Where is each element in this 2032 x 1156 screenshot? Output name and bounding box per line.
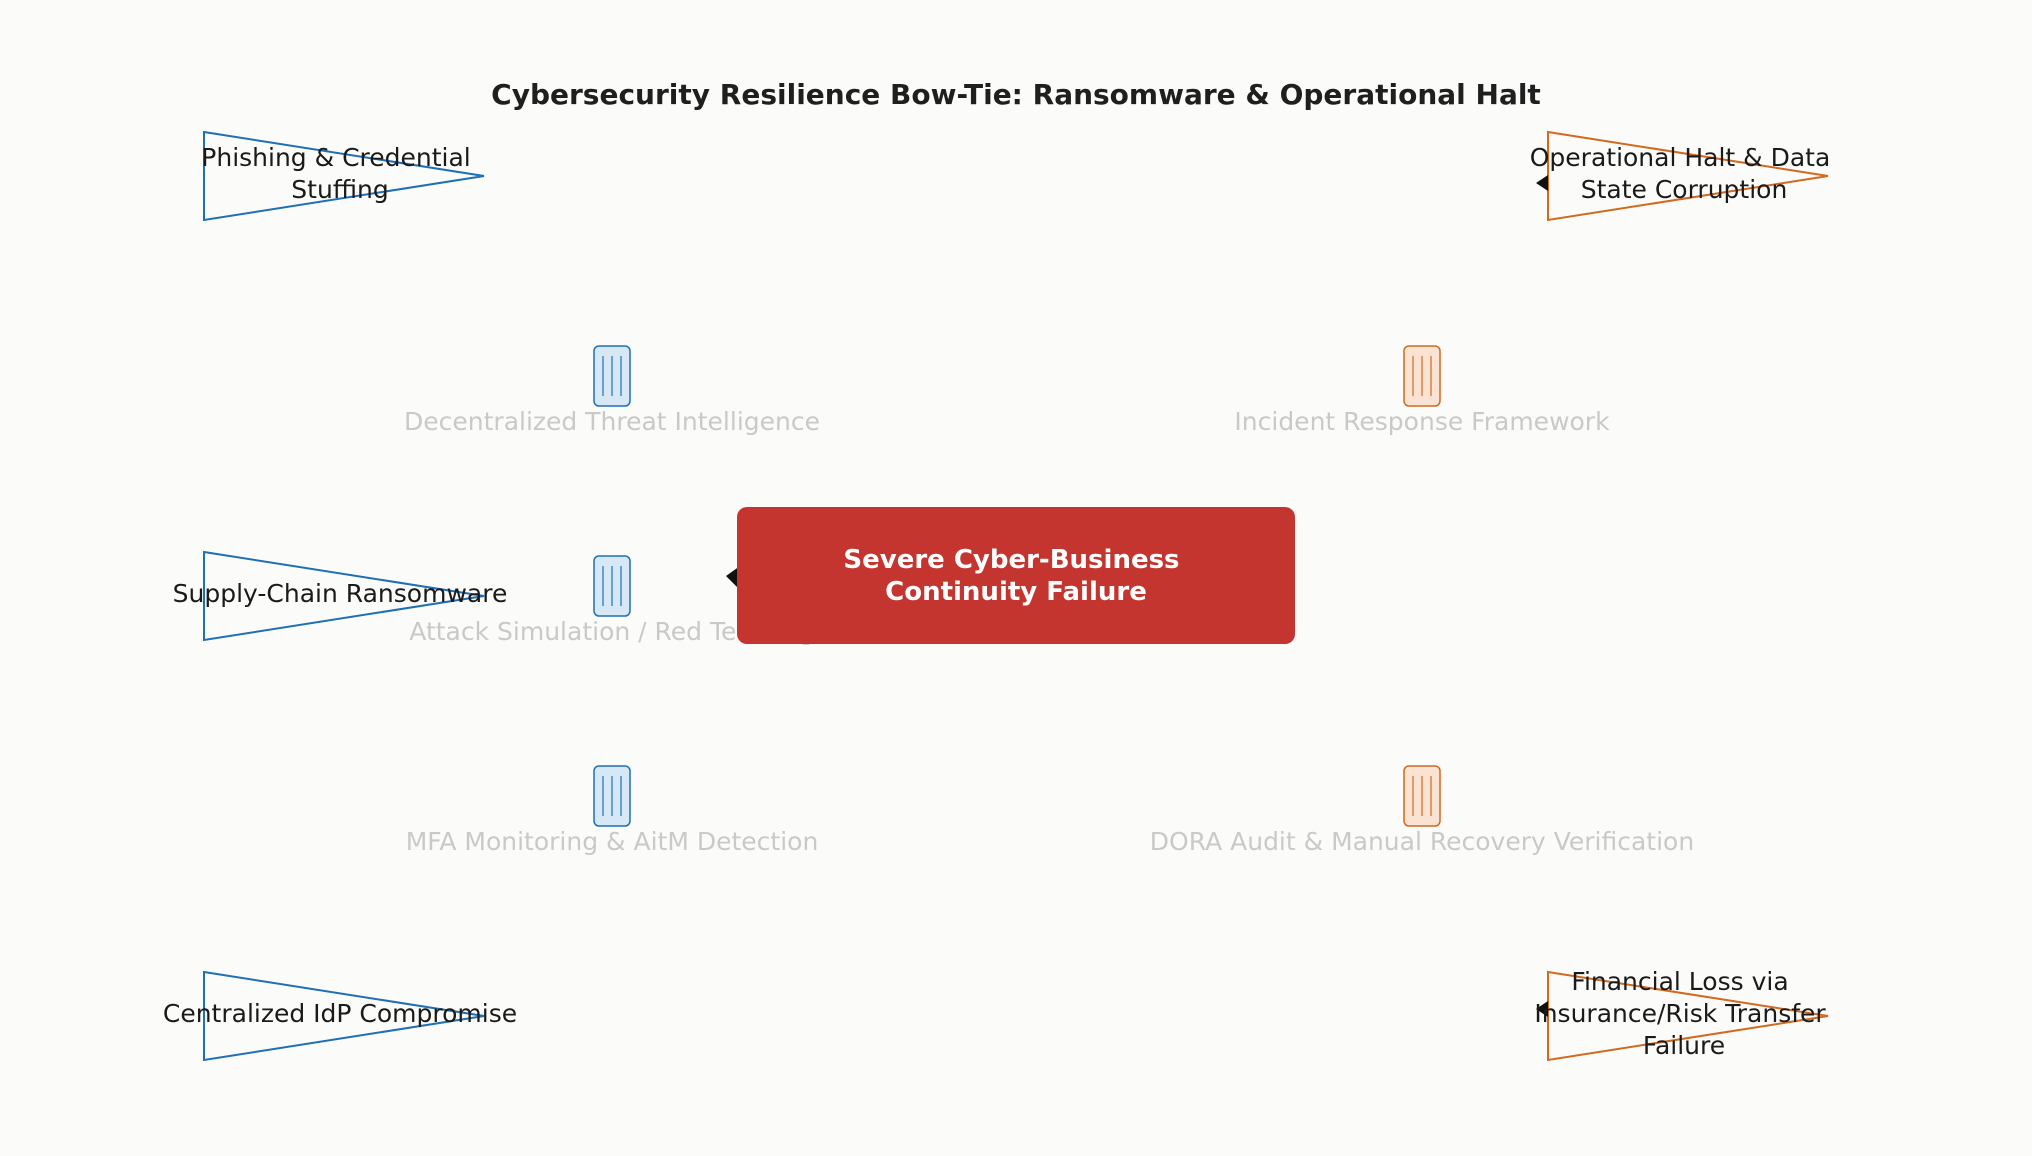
diagram-title: Cybersecurity Resilience Bow-Tie: Ransom… <box>491 78 1541 111</box>
consequence-financial-loss-line-2: Insurance/Risk Transfer <box>1534 999 1826 1028</box>
consequence-financial-loss-line-1: Financial Loss via <box>1571 967 1788 996</box>
barrier-incident-response-label: Incident Response Framework <box>1234 407 1610 436</box>
consequence-financial-loss-line-3: Failure <box>1643 1031 1725 1060</box>
svg-text:Centralized IdP Compromise: Centralized IdP Compromise <box>163 999 517 1028</box>
consequence-operational-halt[interactable]: Operational Halt & Data State Corruption <box>1530 130 1839 222</box>
barrier-icon <box>593 345 631 407</box>
barrier-icon <box>593 555 631 617</box>
threat-phishing-line-2: Stuffing <box>291 175 388 204</box>
barrier-incident-response[interactable]: Incident Response Framework <box>1234 345 1610 436</box>
arrowhead-icon <box>726 566 740 590</box>
threat-idp-line-1: Centralized IdP Compromise <box>163 999 517 1028</box>
barrier-dora-audit-label: DORA Audit & Manual Recovery Verificatio… <box>1150 827 1694 856</box>
consequence-operational-halt-line-2: State Corruption <box>1581 175 1788 204</box>
barrier-icon <box>593 765 631 827</box>
barrier-threat-intel-label: Decentralized Threat Intelligence <box>404 407 820 436</box>
svg-text:Phishing & Credential: Phishing & Credential Stuffing <box>201 143 478 204</box>
threat-phishing[interactable]: Phishing & Credential Stuffing <box>201 130 485 222</box>
svg-text:Operational Halt & Data: Operational Halt & Data State Corruption <box>1530 143 1839 204</box>
threat-supply-chain[interactable]: Supply-Chain Ransomware <box>173 550 508 642</box>
arrowhead-icon <box>1536 175 1548 191</box>
barrier-icon <box>1403 345 1441 407</box>
barrier-dora-audit[interactable]: DORA Audit & Manual Recovery Verificatio… <box>1150 765 1694 856</box>
svg-text:Financial Loss via Ins: Financial Loss via Insurance/Risk Transf… <box>1534 967 1833 1060</box>
barrier-mfa-label: MFA Monitoring & AitM Detection <box>406 827 819 856</box>
threat-supply-chain-line-1: Supply-Chain Ransomware <box>173 579 508 608</box>
svg-text:Severe Cyber-Business: Severe Cyber-Business Continuity Failure <box>843 545 1188 607</box>
barrier-mfa[interactable]: MFA Monitoring & AitM Detection <box>406 765 819 856</box>
barrier-threat-intel[interactable]: Decentralized Threat Intelligence <box>404 345 820 436</box>
top-event-line-1: Severe Cyber-Business <box>843 545 1179 575</box>
svg-text:Supply-Chain Ransomware: Supply-Chain Ransomware <box>173 579 508 608</box>
consequence-financial-loss[interactable]: Financial Loss via Insurance/Risk Transf… <box>1534 967 1833 1062</box>
threat-phishing-line-1: Phishing & Credential <box>201 143 470 172</box>
top-event-line-2: Continuity Failure <box>885 577 1147 607</box>
top-event[interactable]: Severe Cyber-Business Continuity Failure <box>726 507 1295 644</box>
arrowhead-icon <box>1536 1001 1548 1017</box>
consequence-operational-halt-line-1: Operational Halt & Data <box>1530 143 1831 172</box>
threat-idp[interactable]: Centralized IdP Compromise <box>163 970 517 1062</box>
barrier-icon <box>1403 765 1441 827</box>
